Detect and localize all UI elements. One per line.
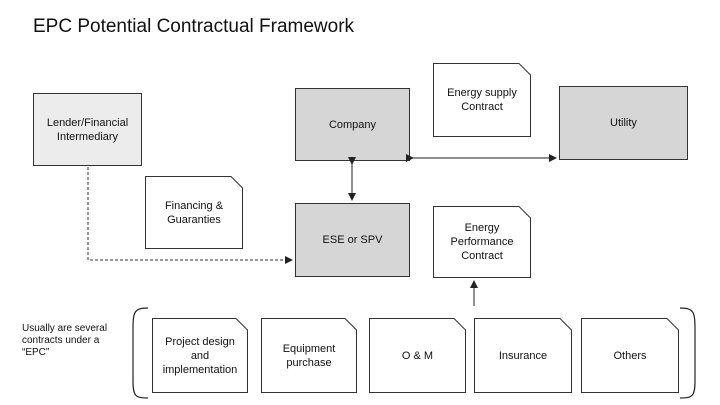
energy-supply-contract-label: Energy supply Contract: [447, 87, 517, 113]
lender-label: Lender/Financial Intermediary: [46, 116, 129, 143]
document-shape: [261, 318, 357, 393]
document-shape: [433, 63, 531, 137]
utility-box: Utility: [559, 86, 688, 160]
sub-contract-label: Equipment purchase: [282, 342, 336, 369]
energy-supply-contract-doc: Energy supply Contract: [433, 63, 531, 137]
ese-spv-label: ESE or SPV: [322, 234, 383, 246]
company-label: Company: [328, 118, 377, 131]
energy-performance-contract-doc: Energy Performance Contract: [433, 206, 531, 278]
ese-spv-box: ESE or SPV: [295, 203, 410, 277]
document-shape: [474, 318, 572, 393]
sub-contract-insurance-doc: Insurance: [474, 318, 572, 393]
sub-contract-others-doc: Others: [581, 318, 679, 393]
document-shape: [369, 318, 466, 393]
sub-contract-label: Insurance: [498, 349, 548, 362]
energy-performance-contract-label: Energy Performance Contract: [450, 222, 514, 262]
sub-contract-label: O & M: [401, 349, 434, 362]
company-box: Company: [295, 88, 410, 161]
epc-note: Usually are several contracts under a “E…: [22, 323, 108, 358]
document-shape: [581, 318, 679, 393]
sub-contract-project-design-doc: Project design and implementation: [152, 318, 248, 393]
sub-contract-om-doc: O & M: [369, 318, 466, 393]
sub-contracts-bracket: [132, 307, 149, 399]
financing-guaranties-doc: Financing & Guaranties: [145, 176, 243, 249]
utility-label: Utility: [610, 117, 637, 129]
sub-contract-equipment-purchase-doc: Equipment purchase: [261, 318, 357, 393]
lender-box: Lender/Financial Intermediary: [33, 93, 142, 166]
sub-contract-label: Project design and implementation: [162, 335, 238, 376]
document-shape: [433, 206, 531, 278]
document-shape: [152, 318, 248, 393]
diagram-title: EPC Potential Contractual Framework: [33, 16, 355, 37]
financing-guaranties-label: Financing & Guaranties: [164, 199, 224, 226]
sub-contracts-bracket: [679, 307, 696, 399]
sub-contract-label: Others: [613, 349, 647, 362]
